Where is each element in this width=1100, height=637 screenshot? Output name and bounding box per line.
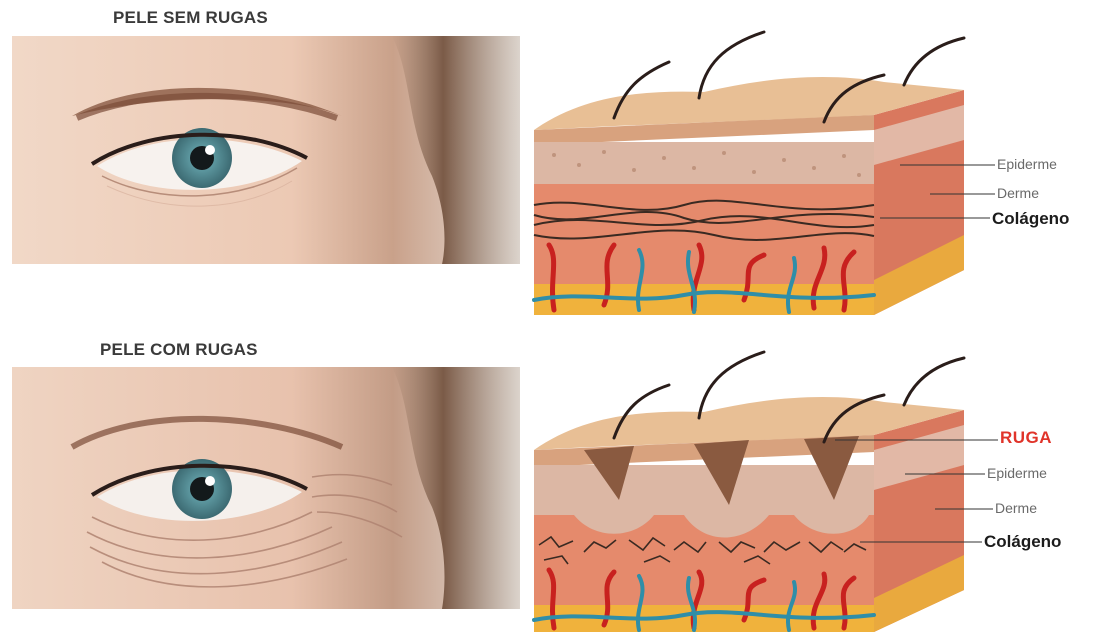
skin-cross-section-wrinkled	[524, 340, 980, 637]
title-pele-com-rugas: PELE COM RUGAS	[100, 340, 258, 360]
label-derme-top: Derme	[997, 185, 1039, 201]
eye-photo-smooth-skin	[12, 36, 520, 264]
label-derme-bottom: Derme	[995, 500, 1037, 516]
skin-cross-section-smooth	[524, 20, 980, 320]
title-pele-sem-rugas: PELE SEM RUGAS	[113, 8, 268, 28]
label-ruga: RUGA	[1000, 428, 1052, 448]
label-colageno-top: Colágeno	[992, 209, 1069, 229]
eye-photo-wrinkled-skin	[12, 367, 520, 609]
label-epiderme-top: Epiderme	[997, 156, 1057, 172]
label-epiderme-bottom: Epiderme	[987, 465, 1047, 481]
label-colageno-bottom: Colágeno	[984, 532, 1061, 552]
